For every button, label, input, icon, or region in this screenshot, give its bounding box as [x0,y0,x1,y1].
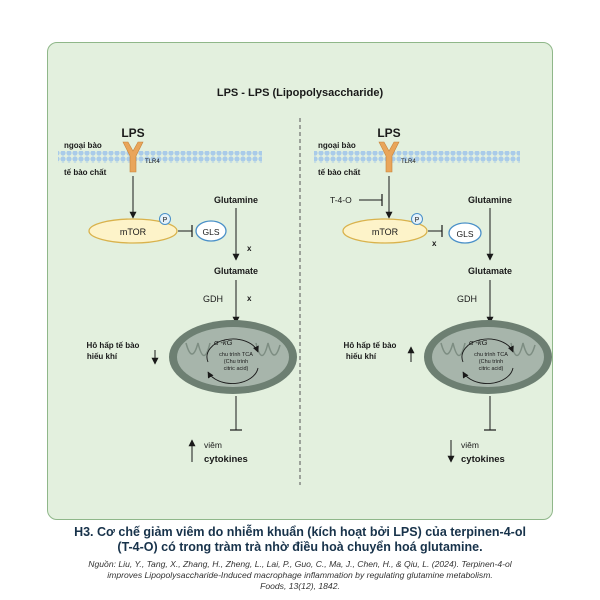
mtor-node-right [342,218,428,244]
cell-membrane [58,151,262,163]
gls-label: GLS [202,227,219,237]
tca-label-3: citric acid) [224,366,249,372]
block-mark-mtor-right: x [432,239,437,248]
mtor-label-right: mTOR [372,227,399,237]
source-line-1: Nguồn: Liu, Y., Tang, X., Zhang, H., Zhe… [88,559,512,569]
tca-cycle-arrow-right [461,338,514,363]
source-line-3: Foods, 13(12), 1842. [260,581,340,591]
tca-label-1: chu trình TCA [219,352,253,358]
tca-cycle-arrow [206,338,259,363]
tca-label-2: (Chu trình [224,359,248,365]
gls-node [195,220,227,242]
extracellular-label-right: ngoại bào [318,141,356,150]
extracellular-label: ngoại bào [64,141,102,150]
inflammation-label-right: viêm [461,440,479,450]
phospho-badge [159,213,171,225]
phospho-label-right: P [415,217,420,224]
mtor-label: mTOR [120,227,147,237]
cytokines-label-right: cytokines [461,454,505,465]
phospho-badge-right [411,213,423,225]
block-mark-gdh: x [247,294,252,303]
glutamine-label-right: Glutamine [468,195,512,205]
tca-label-1-right: chu trình TCA [474,352,508,358]
source-line-2: improves Lipopolysaccharide-Induced macr… [107,570,493,580]
inhibitor-label: T-4-O [330,195,352,205]
cell-membrane-right [314,151,520,163]
glutamate-label: Glutamate [214,266,258,276]
inflammation-label: viêm [204,440,222,450]
respiration-label-1-right: Hô hấp tế bào [344,341,397,350]
lps-label-right: LPS [377,126,400,140]
lps-label: LPS [121,126,144,140]
block-mark-gls: x [247,244,252,253]
akg-label-right: α -kG [469,338,488,347]
tca-label-3-right: citric acid) [479,366,504,372]
tlr4-receptor [122,141,144,173]
caption-line-1: H3. Cơ chế giảm viêm do nhiễm khuẩn (kíc… [74,525,526,539]
right-pathway: LPS TLR4 ngoại bào tế bào chất T-4-O mTO… [314,126,552,465]
mtor-node [88,218,178,244]
gdh-label-right: GDH [457,294,477,304]
phospho-label: P [163,217,168,224]
gls-label-right: GLS [456,229,473,239]
left-pathway: LPS TLR4 ngoại bào tế bào chất mTOR P GL… [58,126,297,465]
source-citation: Nguồn: Liu, Y., Tang, X., Zhang, H., Zhe… [20,559,580,592]
akg-label: α -kG [214,338,233,347]
cytoplasm-label-right: tế bào chất [318,168,361,177]
tca-label-2-right: (Chu trình [479,359,503,365]
tlr4-receptor-right [378,141,400,173]
respiration-label-1: Hô hấp tế bào [87,341,140,350]
caption-line-2: (T-4-O) có trong tràm trà nhờ điều hoà c… [117,540,483,554]
tlr4-label: TLR4 [145,159,160,165]
cytokines-label: cytokines [204,454,248,465]
respiration-label-2-right: hiếu khí [346,352,377,361]
glutamine-label: Glutamine [214,195,258,205]
respiration-label-2: hiếu khí [87,352,118,361]
gdh-label: GDH [203,294,223,304]
gls-node-right [448,222,482,244]
tlr4-label-right: TLR4 [401,159,416,165]
cytoplasm-label: tế bào chất [64,168,107,177]
glutamate-label-right: Glutamate [468,266,512,276]
figure-caption: H3. Cơ chế giảm viêm do nhiễm khuẩn (kíc… [20,525,580,555]
diagram-title: LPS - LPS (Lipopolysaccharide) [217,87,384,99]
